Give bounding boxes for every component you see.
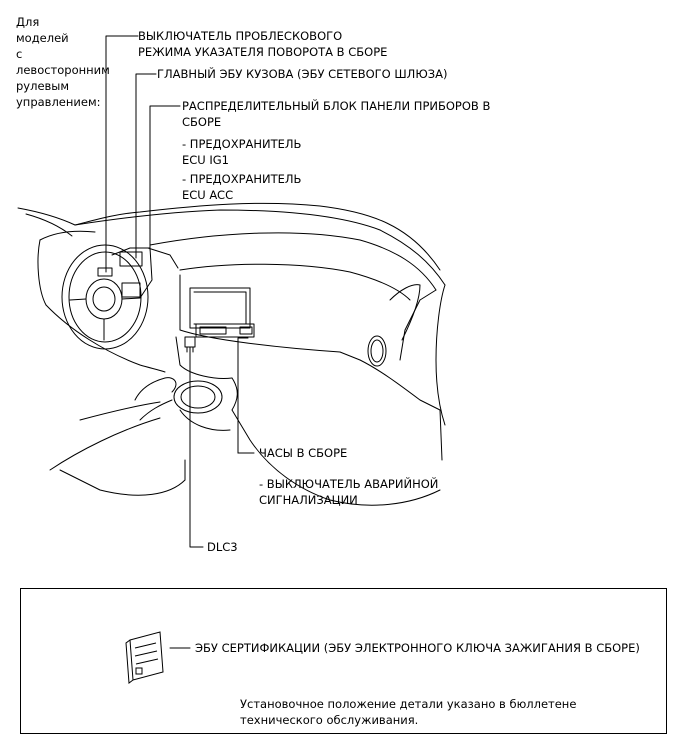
main-body-ecu-label: ГЛАВНЫЙ ЭБУ КУЗОВА (ЭБУ СЕТЕВОГО ШЛЮЗА) bbox=[157, 67, 448, 81]
fuse-ecu-ig1-label: - ПРЕДОХРАНИТЕЛЬ ECU IG1 bbox=[182, 137, 302, 167]
service-bulletin-note: Установочное положение детали указано в … bbox=[240, 697, 577, 727]
dlc3-label: DLC3 bbox=[207, 540, 238, 554]
certification-ecu-label: ЭБУ СЕРТИФИКАЦИИ (ЭБУ ЭЛЕКТРОННОГО КЛЮЧА… bbox=[195, 641, 640, 655]
hazard-warning-switch-label: - ВЫКЛЮЧАТЕЛЬ АВАРИЙНОЙ СИГНАЛИЗАЦИИ bbox=[259, 477, 439, 507]
certification-ecu-box bbox=[20, 588, 667, 734]
instrument-panel-junction-block-label: РАСПРЕДЕЛИТЕЛЬНЫЙ БЛОК ПАНЕЛИ ПРИБОРОВ В… bbox=[182, 99, 491, 129]
fuse-ecu-acc-label: - ПРЕДОХРАНИТЕЛЬ ECU ACC bbox=[182, 172, 302, 202]
clock-assembly-label: ЧАСЫ В СБОРЕ bbox=[259, 446, 348, 460]
lhd-models-note: Для моделей с левосторонним рулевым упра… bbox=[16, 15, 110, 109]
turn-signal-flasher-switch-label: ВЫКЛЮЧАТЕЛЬ ПРОБЛЕСКОВОГО РЕЖИМА УКАЗАТЕ… bbox=[138, 29, 388, 59]
